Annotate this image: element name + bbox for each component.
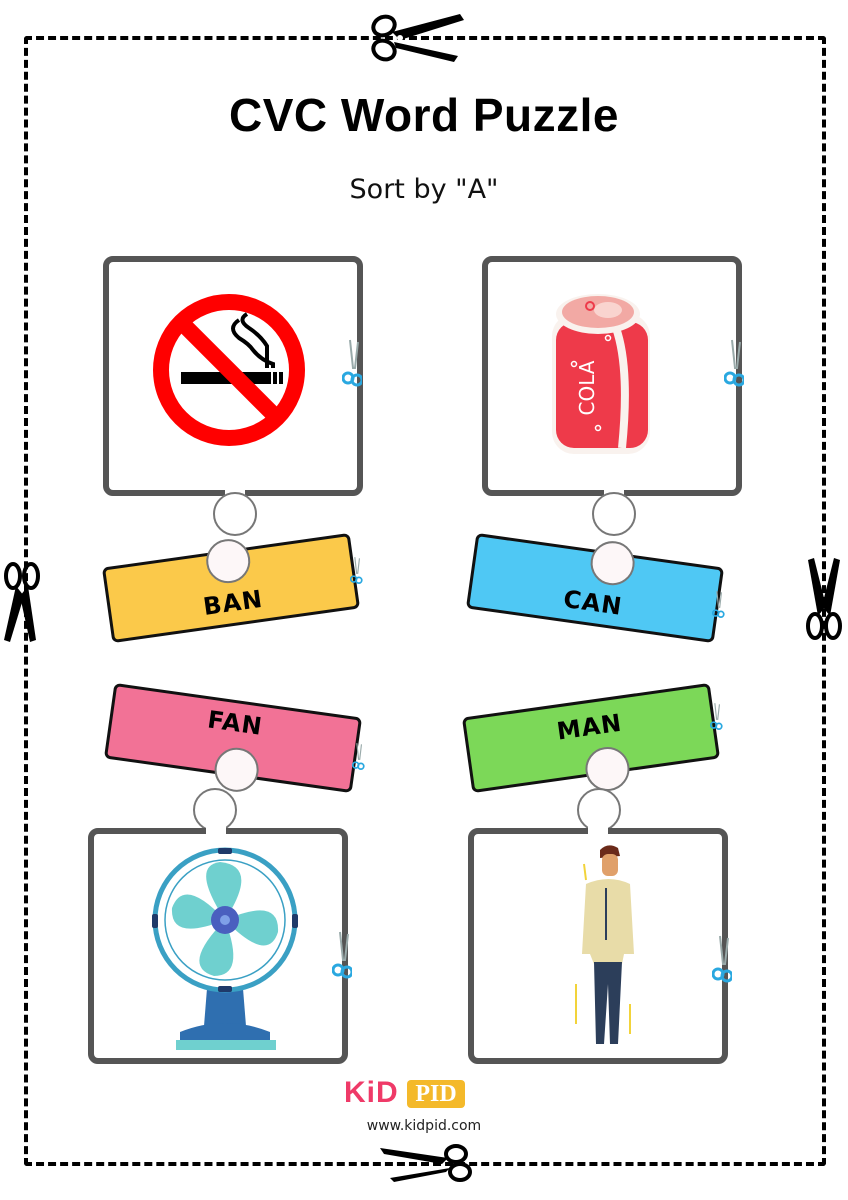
kidpid-logo[interactable]: KiD PID [344, 1076, 484, 1110]
puzzle-tab-fan [193, 788, 237, 832]
mini-scissors-icon [349, 557, 363, 584]
logo-kid-text: KiD [344, 1076, 399, 1109]
mini-scissors-icon [712, 935, 732, 983]
mini-scissors-icon [724, 339, 744, 387]
standing-man-icon [575, 845, 634, 1044]
puzzle-tab-can [592, 492, 636, 536]
scissors-icon-top [371, 14, 464, 62]
page-subtitle: Sort by "A" [349, 174, 499, 205]
scissors-icon-bottom [380, 1144, 472, 1182]
puzzle-tab-ban [213, 492, 257, 536]
picture-card-fan [88, 826, 348, 1064]
scissors-icon-right [806, 558, 842, 640]
svg-text:COLA: COLA [575, 360, 599, 415]
cola-can-icon: COLA [552, 294, 650, 454]
scissors-icon-left [4, 562, 40, 642]
no-smoking-icon [153, 294, 305, 446]
picture-card-man [468, 826, 728, 1064]
website-link[interactable]: www.kidpid.com [366, 1118, 482, 1134]
mini-scissors-icon [342, 339, 362, 387]
picture-card-can: COLA [482, 256, 742, 496]
mini-scissors-icon [709, 703, 723, 730]
table-fan-icon [152, 847, 298, 1050]
logo-pid-badge: PID [407, 1080, 465, 1108]
mini-scissors-icon [332, 931, 352, 979]
mini-scissors-icon [711, 591, 725, 618]
picture-card-ban [103, 256, 363, 496]
page-title: CVC Word Puzzle [228, 89, 619, 141]
mini-scissors-icon [351, 743, 365, 770]
